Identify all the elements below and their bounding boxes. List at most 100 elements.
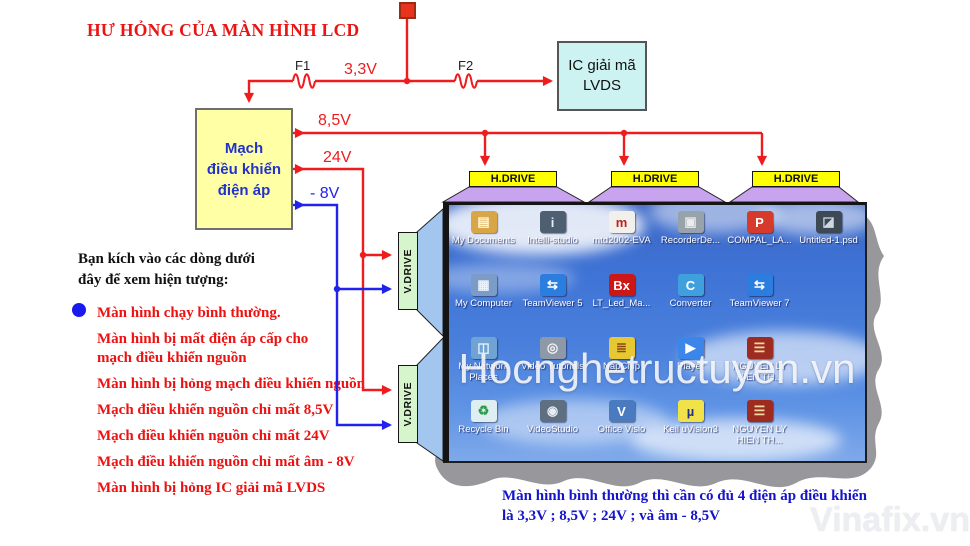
desktop-icon: µ Keil uVision3 (656, 400, 725, 461)
desktop-icon: ⇆ TeamViewer 5 (518, 274, 587, 337)
desktop-icon-glyph: ☰ (746, 400, 773, 422)
desktop-icon: ▣ RecorderDe... (656, 211, 725, 274)
vdrive-box: V.DRIVE (398, 365, 418, 443)
fuse2-label: F2 (458, 58, 474, 73)
failure-menu-item[interactable]: Mạch điều khiển nguồn chỉ mất âm - 8V (97, 454, 355, 470)
voltage-8v5-label: 8,5V (318, 112, 351, 129)
desktop-icon: ☰ NGUYEN LY HIEN TH... (725, 337, 794, 400)
vdrive-box: V.DRIVE (398, 232, 418, 310)
power-source-node (399, 2, 416, 19)
desktop-icon-label: Untitled-1.psd (799, 235, 858, 246)
page-title: HƯ HỎNG CỦA MÀN HÌNH LCD (87, 20, 360, 40)
desktop-icon-glyph: ☰ (746, 337, 773, 359)
failure-menu-item[interactable]: Màn hình bị hỏng IC giải mã LVDS (97, 480, 326, 496)
failure-menu-item[interactable]: Mạch điều khiển nguồn chỉ mất 24V (97, 428, 330, 444)
desktop-icon: ♻ Recycle Bin (449, 400, 518, 461)
desktop-icon-label: Intelli-studio (527, 235, 578, 246)
desktop-icon-glyph: µ (677, 400, 704, 422)
desktop-icon-glyph: ⇆ (746, 274, 773, 296)
desktop-icon-row: ♻ Recycle Bin ◉ VideoStudio V Office Vis… (449, 400, 865, 461)
desktop-icon-glyph: ◪ (815, 211, 842, 233)
hdrive-box: H.DRIVE (469, 171, 557, 187)
desktop-icon: V Office Visio (587, 400, 656, 461)
desktop-icon: ◫ My Network Places (449, 337, 518, 400)
desktop-icon-glyph: i (539, 211, 566, 233)
desktop-icon-row: ▤ My Documents i Intelli-studio m mtd200… (449, 211, 865, 274)
failure-menu-item[interactable]: Mạch điều khiển nguồn chỉ mất 8,5V (97, 402, 334, 418)
desktop-icon-label: LT_Led_Ma... (592, 298, 651, 309)
junction-dot (333, 285, 341, 293)
active-item-bullet (72, 303, 86, 317)
desktop-icon: ☰ NGUYEN LY HIEN TH... (725, 400, 794, 461)
desktop-icon-glyph: ◉ (539, 400, 566, 422)
desktop-icon-label: RecorderDe... (660, 235, 721, 246)
desktop-icon: P COMPAL_LA... (725, 211, 794, 274)
desktop-icon-label: NapChip (603, 361, 640, 372)
desktop-icon: ◪ Untitled-1.psd (794, 211, 863, 274)
desktop-icon-row: ▦ My Computer ⇆ TeamViewer 5 Bx LT_Led_M… (449, 274, 865, 337)
brand-watermark: Vinafix.vn (810, 501, 970, 539)
desktop-icon-glyph: m (608, 211, 635, 233)
cloud-decoration (757, 205, 865, 235)
desktop-icon-label: Converter (669, 298, 712, 309)
desktop-icon-glyph: C (677, 274, 704, 296)
voltage-neg8v-label: - 8V (310, 185, 340, 202)
desktop-icon: ⇆ TeamViewer 7 (725, 274, 794, 337)
desktop-icon-glyph: P (746, 211, 773, 233)
desktop-icon: Bx LT_Led_Ma... (587, 274, 656, 337)
desktop-icon-glyph: ≣ (608, 337, 635, 359)
desktop-icon-label: Keil uVision3 (663, 424, 718, 435)
desktop-icon-label: NGUYEN LY HIEN TH... (732, 361, 787, 383)
desktop-icon: ◎ Video Tutorials (518, 337, 587, 400)
desktop-icon-label: TeamViewer 7 (729, 298, 790, 309)
wire-3v3 (243, 18, 554, 104)
desktop-icon-glyph: ♻ (470, 400, 497, 422)
desktop-icon-row: ◫ My Network Places ◎ Video Tutorials ≣ … (449, 337, 865, 400)
desktop-icon-glyph: ◎ (539, 337, 566, 359)
failure-menu: Màn hình chạy bình thường. Màn hình bị mấ… (97, 304, 365, 498)
bottom-note: Màn hình bình thường thì cần có đủ 4 điệ… (502, 486, 867, 526)
hdrive-connectors (441, 186, 860, 203)
desktop-icon-label: Recycle Bin (458, 424, 509, 435)
voltage-control-box-label: Mạch điều khiển điện áp (206, 139, 282, 199)
junction-dot (481, 129, 489, 137)
desktop-icon-label: COMPAL_LA... (727, 235, 792, 246)
screen-watermark: Hocnghetructuyen.vn (458, 345, 856, 392)
instructions-text: Bạn kích vào các dòng dưới đây để xem hi… (78, 251, 255, 288)
desktop-icon-label: My Computer (454, 298, 512, 309)
desktop-icon-glyph: ⇆ (539, 274, 566, 296)
desktop-icon-label: TeamViewer 5 (522, 298, 583, 309)
desktop-icon-glyph: ▦ (470, 274, 497, 296)
bottom-note-line2: là 3,3V ; 8,5V ; 24V ; và âm - 8,5V (502, 508, 720, 524)
wire-neg8v (293, 199, 393, 431)
desktop-icon: ▦ My Computer (449, 274, 518, 337)
desktop-icon-glyph: ▶ (677, 337, 704, 359)
lvds-decoder-box-label: IC giải mã LVDS (568, 57, 636, 94)
desktop-icon: m mtd2002-EVA (587, 211, 656, 274)
desktop-icon-label: My Network Places (458, 361, 509, 383)
desktop-icon-label: mtd2002-EVA (592, 235, 651, 246)
failure-menu-item[interactable]: Màn hình bị hỏng mạch điều khiển nguồn (97, 376, 366, 392)
voltage-control-box: Mạch điều khiển điện áp (195, 108, 293, 230)
voltage-24v-label: 24V (323, 149, 352, 166)
wire-24v (293, 163, 393, 396)
junction-dot (359, 251, 367, 259)
desktop-icon-glyph: ◫ (470, 337, 497, 359)
vdrive-connectors (416, 207, 444, 462)
cloud-decoration (683, 331, 865, 385)
desktop-icon-glyph: ▤ (470, 211, 497, 233)
junction-dot (620, 129, 628, 137)
desktop-icon-label: My Documents (451, 235, 516, 246)
fuse1-label: F1 (295, 58, 311, 73)
failure-menu-item[interactable]: Màn hình bị mất điện áp cấp cho mạch điề… (97, 331, 309, 366)
desktop-icon: C Converter (656, 274, 725, 337)
desktop-icon: i Intelli-studio (518, 211, 587, 274)
wire-8v5 (293, 127, 768, 167)
failure-menu-item[interactable]: Màn hình chạy bình thường. (97, 305, 281, 321)
hdrive-box: H.DRIVE (752, 171, 840, 187)
desktop-icon-label: NGUYEN LY HIEN TH... (732, 424, 787, 446)
bottom-note-line1: Màn hình bình thường thì cần có đủ 4 điệ… (502, 488, 867, 504)
voltage-3v3-label: 3,3V (344, 61, 377, 78)
desktop-icon-label: Player (677, 361, 704, 372)
